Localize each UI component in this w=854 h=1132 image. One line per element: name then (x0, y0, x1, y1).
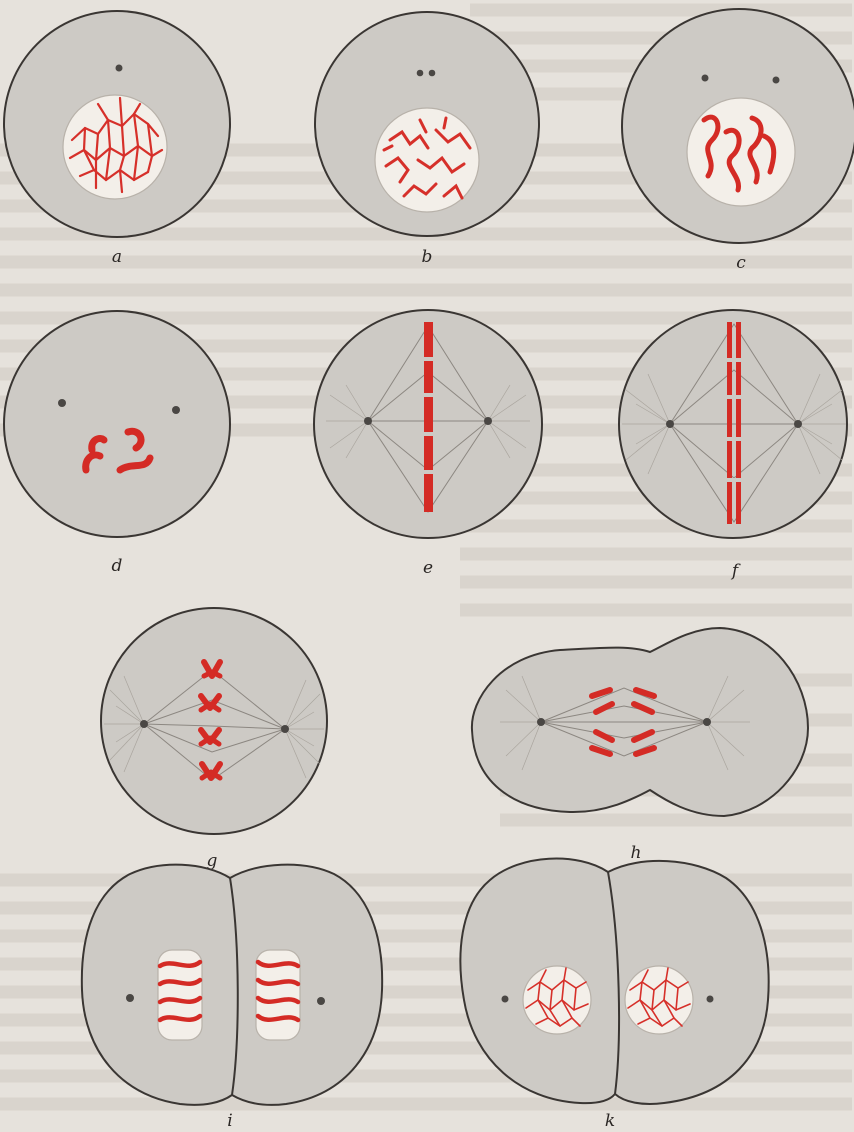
cell-b-centrosome-1 (417, 70, 424, 77)
cell-c-centrosome-2 (773, 77, 780, 84)
figure-c-cell (622, 9, 854, 243)
cell-b-centrosome-2 (429, 70, 436, 77)
cell-k-cytoplasm (460, 859, 768, 1104)
cell-h-centrosome-1 (537, 718, 545, 726)
cell-h-centrosome-2 (703, 718, 711, 726)
cell-f-centrosome-2 (794, 420, 802, 428)
cell-k-centrosome-2 (707, 996, 714, 1003)
cell-e-centrosome-2 (484, 417, 492, 425)
figure-b-label: b (422, 247, 433, 267)
cell-d-centrosome-2 (172, 406, 180, 414)
figure-i-label: i (227, 1111, 232, 1131)
figure-a-label: a (112, 247, 122, 267)
cell-f-centrosome-1 (666, 420, 674, 428)
figure-b-cell (315, 12, 539, 236)
cell-k-centrosome-1 (502, 996, 509, 1003)
figure-a-cell (4, 11, 230, 237)
figure-d-cell (4, 311, 230, 537)
cell-e-metaphase-plate (424, 322, 433, 512)
cell-d-cytoplasm (4, 311, 230, 537)
cell-b-nucleus (375, 108, 479, 212)
figure-f-cell (619, 310, 847, 538)
cell-e-centrosome-1 (364, 417, 372, 425)
cell-c-nucleus (687, 98, 795, 206)
cell-d-centrosome-1 (58, 399, 66, 407)
figure-e-cell (314, 310, 542, 538)
figure-k-label: k (605, 1111, 615, 1131)
cell-a-centrosome (116, 65, 123, 72)
figure-c-label: c (736, 253, 746, 273)
figure-e-label: e (423, 558, 433, 578)
cell-g-centrosome-1 (140, 720, 148, 728)
cell-i-centrosome-2 (317, 997, 325, 1005)
figure-k-cell (460, 859, 768, 1104)
cell-g-centrosome-2 (281, 725, 289, 733)
figure-d-label: d (112, 556, 123, 576)
figure-i-cell (82, 865, 382, 1105)
cell-c-centrosome-1 (702, 75, 709, 82)
figure-h-label: h (631, 843, 642, 863)
figure-g-cell (101, 608, 327, 834)
cell-i-centrosome-1 (126, 994, 134, 1002)
figure-h-cell (472, 628, 808, 816)
cell-i-cytoplasm (82, 865, 382, 1105)
